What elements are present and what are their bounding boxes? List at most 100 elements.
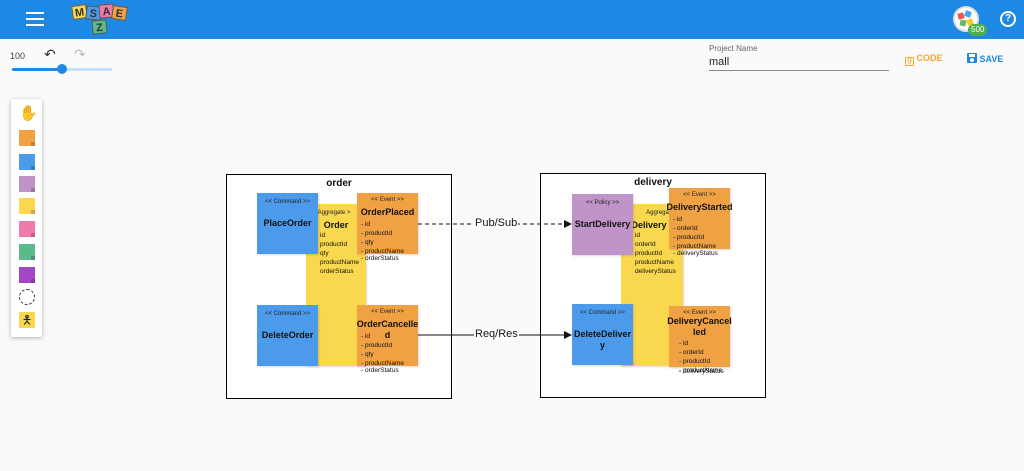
project-name-label: Project Name xyxy=(709,44,758,53)
attribute-text: orderStatus xyxy=(364,255,399,262)
redo-icon[interactable]: ↷ xyxy=(74,46,86,62)
save-button[interactable]: SAVE xyxy=(967,53,1003,64)
attribute: - deliveryStatus xyxy=(679,368,724,375)
avatar-image xyxy=(957,10,974,27)
attribute: id xyxy=(320,232,326,239)
event-attributes: id productId qty productName xyxy=(361,220,404,256)
policy-sticker-start-delivery[interactable]: << Policy >> StartDelivery xyxy=(572,194,633,255)
attribute: orderId xyxy=(673,224,716,233)
user-avatar[interactable] xyxy=(953,6,979,32)
attribute-text: orderStatus xyxy=(364,367,399,374)
sticker-name: OrderPlaced xyxy=(360,207,415,217)
zoom-slider[interactable] xyxy=(12,64,112,74)
attribute: orderId xyxy=(635,241,656,248)
sticker-name: StartDelivery xyxy=(574,219,631,229)
sticker-name: DeleteOrder xyxy=(261,330,314,340)
save-label: SAVE xyxy=(979,54,1004,64)
bounded-context-title: order xyxy=(326,178,352,189)
attribute: productName xyxy=(361,247,404,256)
attribute: productId xyxy=(320,241,348,248)
event-sticker-order-placed[interactable]: << Event >> OrderPlaced id productId qty… xyxy=(357,193,418,256)
sticker-stereotype: << Command >> xyxy=(579,310,626,316)
zoom-slider-thumb[interactable] xyxy=(57,64,67,74)
logo-tile: E xyxy=(111,5,128,21)
event-sticker-delivery-started[interactable]: << Event >> DeliveryStarted id orderId p… xyxy=(666,188,733,251)
pubsub-label[interactable]: Pub/Sub xyxy=(474,217,519,229)
zoom-value: 100 xyxy=(10,51,26,61)
event-sticker-order-cancelled[interactable]: << Event >> OrderCancelled id productId … xyxy=(357,305,418,368)
actor-icon[interactable]: 🯅 xyxy=(19,312,35,328)
attribute: productName xyxy=(679,366,722,375)
code-label: CODE xyxy=(916,53,943,63)
attribute: qty xyxy=(361,238,404,247)
bounded-context-icon[interactable] xyxy=(19,289,35,305)
sticker-stereotype: << Event >> xyxy=(371,197,404,203)
hand-icon[interactable]: ✋ xyxy=(19,105,38,122)
attribute: orderId xyxy=(679,348,722,357)
attribute: qty xyxy=(361,350,404,359)
sticker-palette: ✋ 🯅 xyxy=(11,99,42,337)
code-icon: {} xyxy=(905,57,914,66)
app-bar: M S A E Z 500 ? xyxy=(0,0,1024,39)
save-icon xyxy=(967,53,977,63)
menu-icon[interactable] xyxy=(26,12,44,26)
msaez-logo[interactable]: M S A E Z xyxy=(71,3,128,35)
attribute: productId xyxy=(673,233,716,242)
points-badge: 500 xyxy=(968,24,988,36)
aggregate-attributes: id productId qty productName orderStatus xyxy=(320,231,359,276)
attribute: productId xyxy=(635,250,663,257)
attribute: deliveryStatus xyxy=(635,268,676,275)
attribute-text: deliveryStatus xyxy=(682,368,724,375)
sticker-stereotype: << Event >> xyxy=(683,192,716,198)
reqres-label[interactable]: Req/Res xyxy=(474,328,519,340)
attribute: id xyxy=(679,339,722,348)
sticker-name: DeleteDelivery xyxy=(573,329,632,350)
attribute: id xyxy=(361,220,404,229)
attribute: productName xyxy=(635,259,675,266)
attribute: productName xyxy=(361,359,404,368)
aggregate-attributes: id orderId productId productName deliver… xyxy=(635,231,676,276)
command-sticker-place-order[interactable]: << Command >> PlaceOrder xyxy=(257,193,318,254)
policy-sticker[interactable] xyxy=(19,176,35,192)
command-sticker-delete-delivery[interactable]: << Command >> DeleteDelivery xyxy=(572,304,633,365)
attribute: qty xyxy=(320,250,329,257)
undo-icon[interactable]: ↶ xyxy=(44,46,56,62)
attribute: orderStatus xyxy=(320,268,354,275)
external-sticker[interactable] xyxy=(19,221,35,237)
sticker-stereotype: Aggregate > xyxy=(317,210,351,216)
zoom-slider-fill xyxy=(12,68,62,71)
sticker-name: DeliveryStarted xyxy=(666,202,733,212)
sticker-stereotype: << Event >> xyxy=(371,309,404,315)
bounded-context-title: delivery xyxy=(634,177,672,188)
readmodel-sticker[interactable] xyxy=(19,244,35,260)
attribute: productName xyxy=(320,259,360,266)
event-sticker-delivery-cancelled[interactable]: << Event >> DeliveryCancelled id orderId… xyxy=(667,306,732,374)
sticker-name: PlaceOrder xyxy=(263,218,312,228)
sticker-stereotype: Aggregate xyxy=(646,210,674,216)
attribute: productName xyxy=(673,242,716,251)
attribute-text: deliveryStatus xyxy=(676,250,718,257)
attribute: id xyxy=(673,215,716,224)
sticker-name: Order xyxy=(323,220,349,230)
sticker-stereotype: << Command >> xyxy=(264,311,311,317)
help-icon[interactable]: ? xyxy=(1000,11,1016,27)
ui-sticker[interactable] xyxy=(19,267,35,283)
attribute: productId xyxy=(361,341,404,350)
attribute: productId xyxy=(679,357,722,366)
aggregate-sticker[interactable] xyxy=(19,198,35,214)
sticker-stereotype: << Command >> xyxy=(264,199,311,205)
attribute: id xyxy=(361,332,404,341)
attribute: id xyxy=(635,232,641,239)
command-sticker[interactable] xyxy=(19,154,35,170)
sticker-name: Delivery xyxy=(631,220,667,230)
project-name-input[interactable] xyxy=(709,53,889,71)
event-sticker[interactable] xyxy=(19,130,35,146)
sticker-stereotype: << Policy >> xyxy=(585,200,620,206)
command-sticker-delete-order[interactable]: << Command >> DeleteOrder xyxy=(257,305,318,366)
event-attributes: id orderId productId productName xyxy=(679,339,722,375)
event-attributes: id productId qty productName xyxy=(361,332,404,368)
code-button[interactable]: {} CODE xyxy=(905,53,943,66)
logo-tile: Z xyxy=(91,19,108,35)
sticker-name: DeliveryCancelled xyxy=(667,316,732,337)
attribute: - orderStatus xyxy=(361,255,399,262)
